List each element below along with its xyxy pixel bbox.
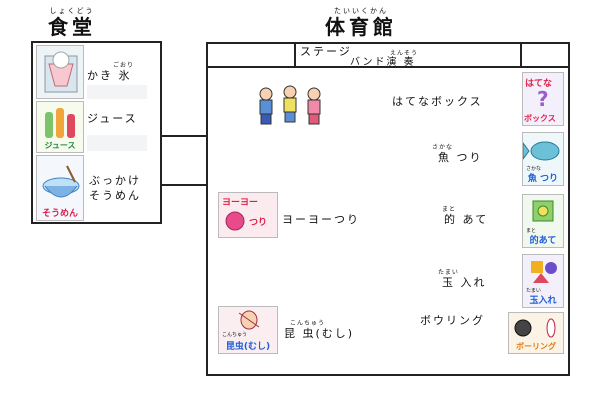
bukkake-label: ぶっかけ bbox=[89, 174, 141, 187]
hatena-thumb-text-1: はてな bbox=[525, 79, 553, 89]
kakigori-thumbnail bbox=[36, 45, 84, 99]
child-icon bbox=[307, 87, 321, 125]
target-ruby: まと bbox=[442, 206, 457, 213]
cafeteria-title-ruby: しょくどう bbox=[49, 7, 95, 15]
gym-title: たいいくかん 体育館 bbox=[306, 7, 416, 38]
somen-label: そうめん bbox=[89, 189, 141, 202]
gym-title-text: 体育館 bbox=[325, 15, 397, 39]
fish-thumb-text: 魚 つり bbox=[527, 174, 559, 184]
insect-label: 昆 虫(むし) bbox=[284, 327, 355, 340]
yoyo-thumb-text-2: つり bbox=[249, 218, 268, 228]
hatena-label: はてなボックス bbox=[392, 95, 483, 108]
gym-title-ruby: たいいくかん bbox=[334, 7, 388, 15]
insect-ruby: こんちゅう bbox=[290, 320, 326, 327]
children-illustration bbox=[259, 85, 321, 125]
tamaire-thumbnail: たまい 玉入れ bbox=[522, 254, 564, 308]
stage-ruby: えんそう bbox=[390, 50, 419, 57]
cafeteria-title: しょくどう 食堂 bbox=[32, 7, 112, 38]
yoyo-balloon-icon bbox=[225, 211, 245, 231]
fish-thumbnail: さかな 魚 つり bbox=[522, 132, 564, 186]
juice-label: ジュース bbox=[87, 112, 138, 125]
juice-thumb-text: ジュース bbox=[44, 141, 76, 150]
kakigori-label: かき 氷 bbox=[87, 69, 132, 82]
juice-thumbnail: ジュース bbox=[36, 101, 84, 153]
kakigori-ruby: ごおり bbox=[113, 62, 135, 69]
tamaire-thumb-ruby: たまい bbox=[526, 288, 541, 294]
question-mark-icon: ? bbox=[537, 87, 549, 111]
noodle-bowl-icon bbox=[42, 165, 80, 198]
insect-thumb-text: 昆虫(むし) bbox=[225, 342, 271, 352]
fish-ruby: さかな bbox=[432, 144, 454, 151]
insect-icon bbox=[238, 310, 260, 330]
band-label: バンド演 奏 bbox=[350, 57, 416, 68]
bowling-icon bbox=[514, 318, 556, 338]
connector-bottom bbox=[162, 184, 208, 186]
bowling-thumb-text: ボーリング bbox=[516, 342, 556, 351]
juice-bottle-icon bbox=[45, 108, 75, 138]
hatena-thumbnail: はてな ? ボックス bbox=[522, 72, 564, 126]
bowling-thumbnail: ボーリング bbox=[508, 312, 564, 354]
target-box-icon bbox=[532, 200, 554, 222]
somen-thumb-text: そうめん bbox=[41, 209, 78, 219]
target-thumbnail: まと 的あて bbox=[522, 194, 564, 248]
insect-thumb-ruby: こんちゅう bbox=[222, 332, 248, 338]
shaved-ice-icon bbox=[44, 51, 78, 93]
connector-top bbox=[162, 135, 208, 137]
fish-thumb-ruby: さかな bbox=[526, 166, 542, 172]
tamaire-ruby: たまい bbox=[438, 269, 459, 276]
yoyo-thumbnail: ヨーヨー つり bbox=[218, 192, 278, 238]
cafeteria-title-text: 食堂 bbox=[48, 15, 96, 39]
shapes-icon bbox=[531, 261, 557, 283]
somen-thumbnail: そうめん bbox=[36, 155, 84, 221]
stage-bottom-line bbox=[206, 66, 570, 68]
yoyo-thumb-text-1: ヨーヨー bbox=[222, 198, 259, 208]
yoyo-label: ヨーヨーつり bbox=[282, 213, 360, 226]
kakigori-underline-shade bbox=[87, 85, 147, 99]
child-icon bbox=[283, 85, 297, 123]
insect-thumbnail: こんちゅう 昆虫(むし) bbox=[218, 306, 278, 354]
juice-shade bbox=[87, 135, 147, 151]
bowling-label: ボウリング bbox=[420, 314, 485, 327]
tamaire-thumb-text: 玉入れ bbox=[529, 296, 557, 306]
tamaire-label: 玉 入れ bbox=[442, 276, 487, 289]
child-icon bbox=[259, 87, 273, 125]
fish-label: 魚 つり bbox=[438, 151, 483, 164]
target-thumb-text: 的あて bbox=[529, 236, 557, 246]
target-thumb-ruby: まと bbox=[526, 228, 537, 234]
gym-box: ステージ えんそう バンド演 奏 はてなボックス はてな ? ボックス さかな … bbox=[206, 42, 570, 376]
cafeteria-box: ごおり かき 氷 ジュース ジュース そうめん ぶっかけ そうめん bbox=[31, 41, 162, 224]
target-label: 的 あて bbox=[444, 213, 489, 226]
hatena-thumb-text-2: ボックス bbox=[524, 114, 556, 123]
fish-icon bbox=[523, 141, 560, 161]
stage-label: ステージ bbox=[300, 45, 352, 58]
